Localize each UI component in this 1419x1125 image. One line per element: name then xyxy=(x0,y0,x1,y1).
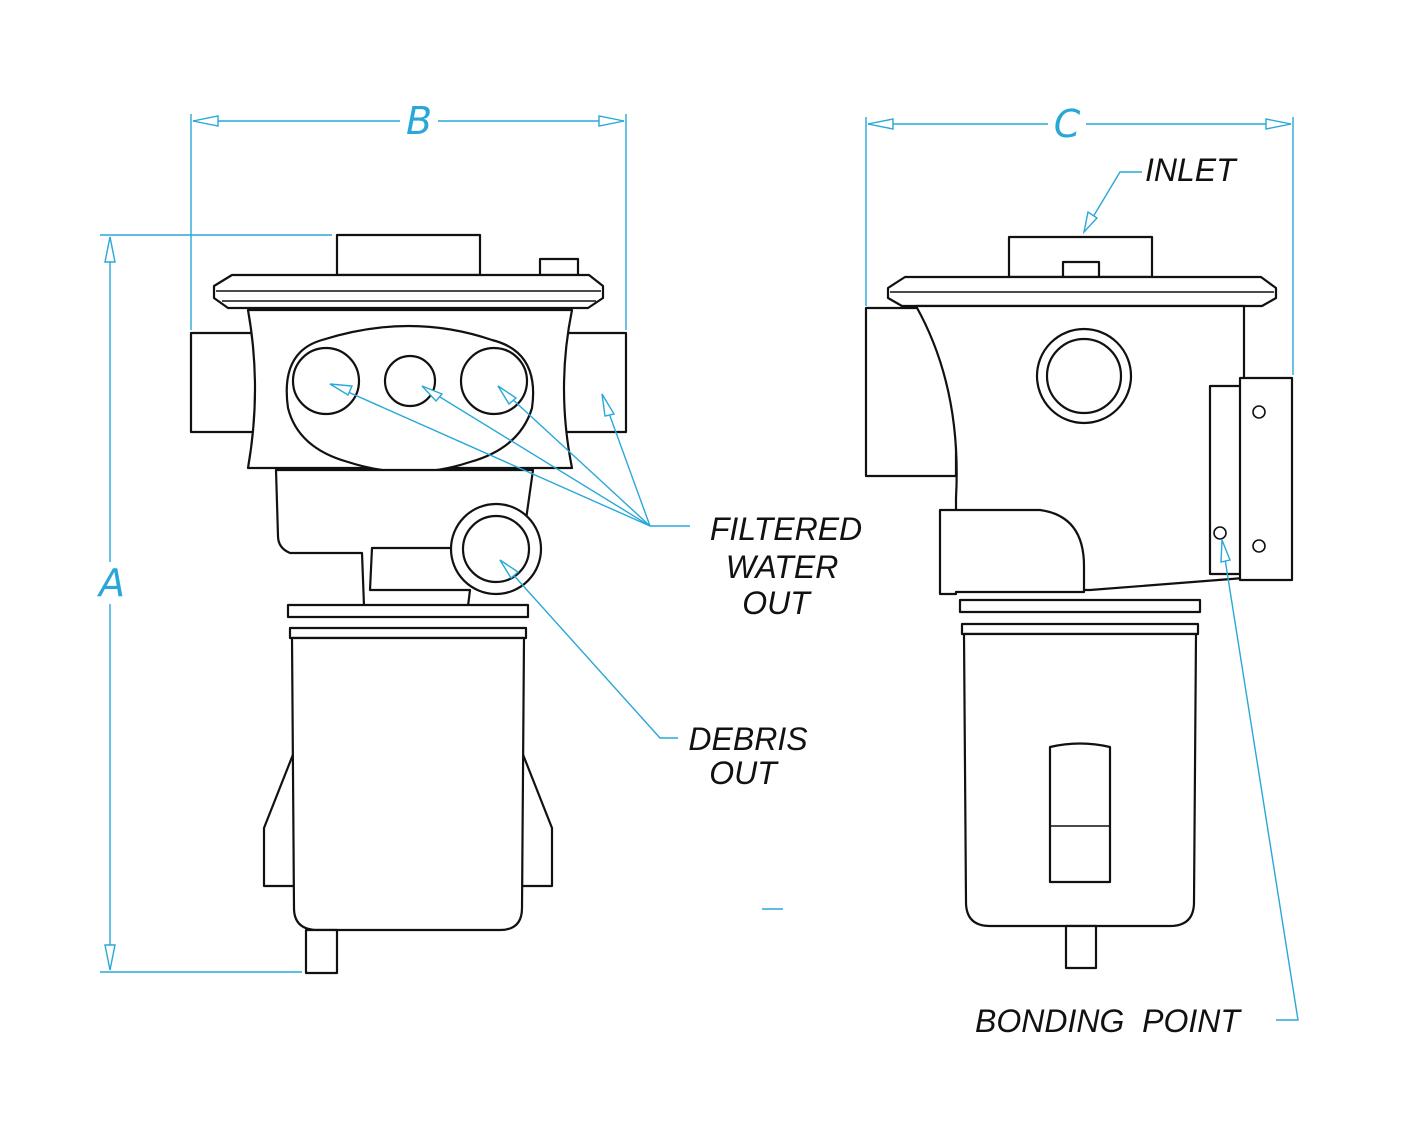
front-bowl xyxy=(290,636,526,932)
front-vent-nub xyxy=(538,257,580,277)
dimension-label-a: A xyxy=(96,561,125,605)
front-bowl-rim xyxy=(286,603,530,619)
inlet-label: INLET xyxy=(1145,152,1238,188)
filtered-water-out-label-line2: WATER xyxy=(726,549,839,585)
side-bracket xyxy=(1238,376,1294,582)
dimension-label-b: B xyxy=(406,99,432,143)
side-elbow xyxy=(938,508,1086,596)
front-view xyxy=(189,233,628,975)
debris-out-label-line2: OUT xyxy=(709,755,779,791)
side-drain xyxy=(1064,924,1098,970)
dimension-label-c: C xyxy=(1054,102,1081,146)
side-bracket-plate xyxy=(1208,384,1244,576)
side-port-inner xyxy=(1045,337,1123,415)
front-right-port xyxy=(554,331,628,434)
filtered-water-out-label-line1: FILTERED xyxy=(710,511,862,547)
debris-out-label-line1: DEBRIS xyxy=(688,721,807,757)
side-bowl-band xyxy=(960,622,1200,636)
dimension-lines xyxy=(100,114,1294,973)
leader-lines xyxy=(329,171,1299,1021)
front-drain xyxy=(304,928,339,975)
side-bowl-rim xyxy=(958,598,1202,614)
front-neck xyxy=(274,468,535,608)
front-top-cap xyxy=(335,233,482,277)
front-left-port xyxy=(189,331,263,434)
front-outlet-port-center xyxy=(383,354,437,408)
front-left-bracket xyxy=(262,750,296,888)
side-view xyxy=(864,235,1294,970)
side-top-nub xyxy=(1061,260,1101,279)
bonding-point xyxy=(1213,526,1227,540)
front-outlet-port-left xyxy=(291,346,361,416)
front-debris-port-inner xyxy=(461,514,531,584)
side-sight-window xyxy=(1048,742,1112,884)
bonding-point-label: BONDING POINT xyxy=(975,1003,1242,1039)
front-bowl-band xyxy=(288,626,528,640)
front-right-bracket xyxy=(520,750,554,888)
filtered-water-out-label-line3: OUT xyxy=(742,585,812,621)
